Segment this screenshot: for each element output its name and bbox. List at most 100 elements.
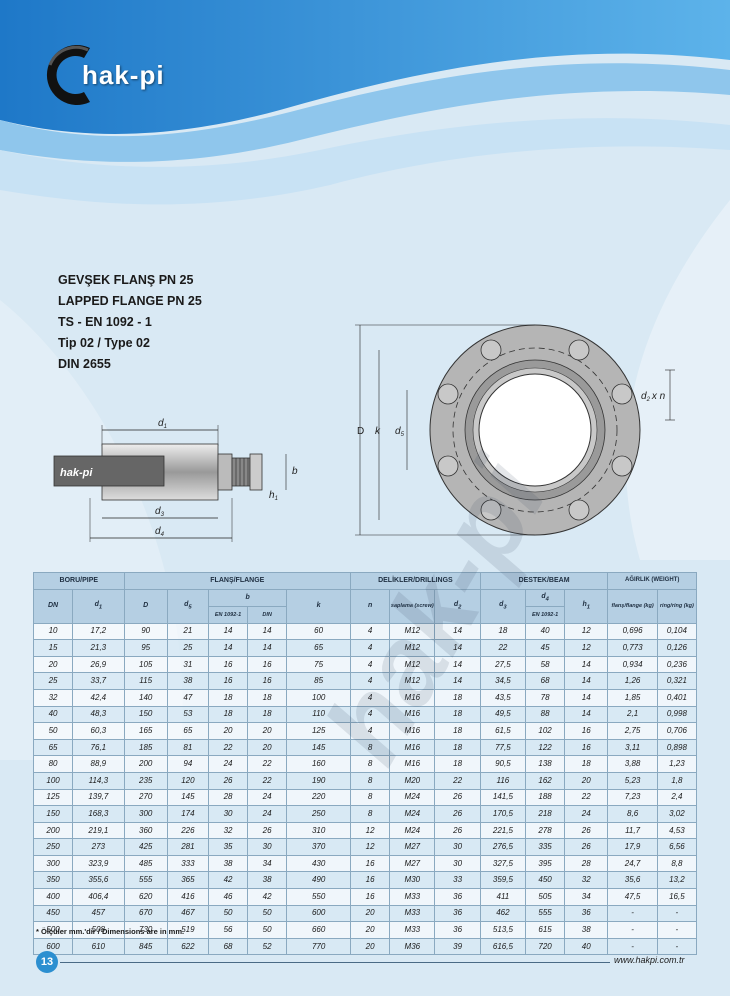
table-cell: 26 xyxy=(207,771,249,790)
table-cell: 365 xyxy=(166,871,209,890)
table-cell: 600 xyxy=(286,904,352,923)
table-cell: 18 xyxy=(434,688,481,707)
group-drillings: DELİKLER/DRILLINGS xyxy=(350,572,481,590)
table-cell: 2,75 xyxy=(607,722,658,740)
col-weight-ring: ring/ring (kg) xyxy=(656,588,698,624)
table-cell: 4 xyxy=(350,722,391,740)
table-cell: 220 xyxy=(286,788,352,807)
table-cell: 30 xyxy=(247,838,288,856)
table-cell: 278 xyxy=(525,821,566,840)
table-cell: 38 xyxy=(166,672,209,690)
table-cell: 12 xyxy=(564,622,609,641)
table-cell: 2,4 xyxy=(656,788,698,807)
table-cell: - xyxy=(607,904,658,923)
table-cell: 88 xyxy=(525,705,566,724)
table-cell: 21,3 xyxy=(72,639,125,657)
table-cell: 395 xyxy=(525,854,566,873)
table-cell: 770 xyxy=(286,937,352,956)
table-cell: 32 xyxy=(564,871,609,890)
table-cell: 6,56 xyxy=(656,838,698,856)
table-cell: 28 xyxy=(207,788,249,807)
table-cell: 3,88 xyxy=(607,755,658,773)
table-cell: 350 xyxy=(32,871,74,890)
col-d2: d2 xyxy=(434,588,481,624)
col-d4: d4 xyxy=(525,588,566,607)
table-cell: 100 xyxy=(286,688,352,707)
table-cell: M24 xyxy=(389,805,436,823)
table-cell: 20 xyxy=(247,738,288,757)
table-cell: M12 xyxy=(389,622,436,641)
table-cell: 615 xyxy=(525,921,566,939)
table-cell: 18 xyxy=(479,622,527,641)
col-d3: d3 xyxy=(479,588,527,624)
dim-b-label: b xyxy=(292,466,298,477)
table-cell: 65 xyxy=(32,738,74,757)
table-cell: 16 xyxy=(247,672,288,690)
table-cell: 105 xyxy=(123,655,168,674)
table-cell: 18 xyxy=(434,738,481,757)
table-cell: 270 xyxy=(123,788,168,807)
table-cell: 185 xyxy=(123,738,168,757)
dim-d4-label: d4 xyxy=(155,526,165,538)
table-cell: 12 xyxy=(564,639,609,657)
table-cell: 68 xyxy=(207,937,249,956)
table-cell: 550 xyxy=(286,888,352,906)
table-cell: 0,706 xyxy=(656,722,698,740)
table-cell: 36 xyxy=(434,888,481,906)
table-cell: 18 xyxy=(434,755,481,773)
table-cell: 300 xyxy=(123,805,168,823)
title-type: Tip 02 / Type 02 xyxy=(58,336,150,350)
table-cell: 513,5 xyxy=(479,921,527,939)
table-cell: 14 xyxy=(247,639,288,657)
table-cell: 40 xyxy=(32,705,74,724)
table-cell: 14 xyxy=(564,705,609,724)
table-cell: 500 xyxy=(32,921,74,939)
table-cell: 27,5 xyxy=(479,655,527,674)
table-cell: M24 xyxy=(389,788,436,807)
table-cell: - xyxy=(656,904,698,923)
table-cell: 12 xyxy=(350,821,391,840)
table-cell: 327,5 xyxy=(479,854,527,873)
table-cell: 43,5 xyxy=(479,688,527,707)
product-titles: GEVŞEK FLANŞ PN 25 LAPPED FLANGE PN 25 T… xyxy=(58,270,202,375)
col-d1: d1 xyxy=(72,588,125,624)
table-cell: 33 xyxy=(434,871,481,890)
table-cell: 16 xyxy=(207,655,249,674)
table-cell: 226 xyxy=(166,821,209,840)
table-cell: 45 xyxy=(525,639,566,657)
table-cell: 1,23 xyxy=(656,755,698,773)
table-cell: 58 xyxy=(525,655,566,674)
group-pipe: BORU/PIPE xyxy=(33,572,125,590)
table-cell: 281 xyxy=(166,838,209,856)
table-cell: 22 xyxy=(434,771,481,790)
table-cell: 78 xyxy=(525,688,566,707)
table-cell: 47 xyxy=(166,688,209,707)
table-cell: 450 xyxy=(525,871,566,890)
table-cell: 14 xyxy=(564,688,609,707)
table-cell: 46 xyxy=(207,888,249,906)
col-D: D xyxy=(123,588,168,624)
table-cell: M33 xyxy=(389,921,436,939)
table-cell: M12 xyxy=(389,672,436,690)
table-cell: 81 xyxy=(166,738,209,757)
table-cell: 16 xyxy=(247,655,288,674)
table-cell: 61,5 xyxy=(479,722,527,740)
table-cell: 35,6 xyxy=(607,871,658,890)
website-link[interactable]: www.hakpi.com.tr xyxy=(614,955,685,965)
table-cell: 355,6 xyxy=(72,871,125,890)
col-b-en: EN 1092-1 xyxy=(207,605,249,624)
table-cell: 48,3 xyxy=(72,705,125,724)
table-cell: 114,3 xyxy=(72,771,125,790)
table-cell: 76,1 xyxy=(72,738,125,757)
table-cell: 505 xyxy=(525,888,566,906)
table-cell: 555 xyxy=(123,871,168,890)
table-cell: 160 xyxy=(286,755,352,773)
table-cell: M36 xyxy=(389,937,436,956)
table-cell: 16 xyxy=(564,722,609,740)
table-cell: 36 xyxy=(564,904,609,923)
